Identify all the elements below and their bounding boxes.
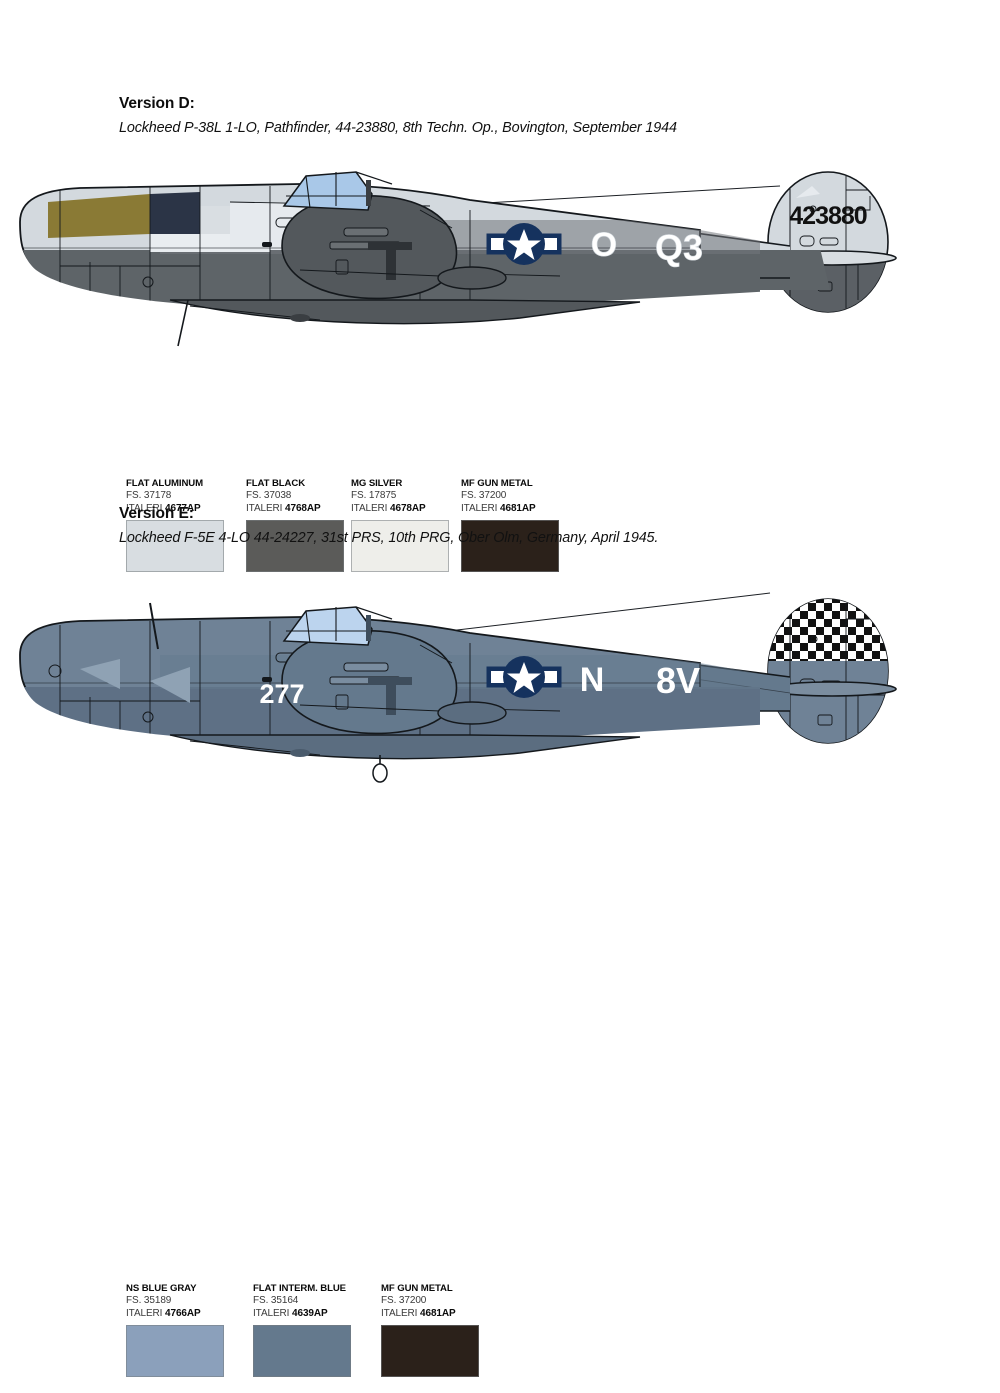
paint-fs-code: FS. 17875 (351, 490, 397, 501)
version-e-caption: Lockheed F-5E 4-LO 44-24227, 31st PRS, 1… (119, 530, 659, 546)
version-e-paint-list: NS BLUE GRAY FS. 35189 ITALERI 4766AP FL… (0, 1283, 1000, 1393)
paint-color-chip (381, 1325, 479, 1377)
fuselage-code-front: O (591, 226, 617, 264)
olive-nose-panel (48, 194, 150, 238)
paint-name: FLAT ALUMINUM (126, 478, 204, 489)
version-e-aircraft-profile: 277 N 8V (0, 563, 1000, 793)
paint-brand-code: ITALERI 4677AP (126, 502, 201, 514)
nose-number: 277 (259, 679, 304, 709)
paint-swatch: FLAT BLACK FS. 37038 ITALERI 4768AP (246, 478, 426, 572)
paint-color-chip (126, 1325, 224, 1377)
paint-color-chip (246, 520, 344, 572)
paint-fs-code: FS. 37038 (246, 490, 292, 501)
paint-fs-code: FS. 37200 (461, 490, 507, 501)
version-d-caption: Lockheed P-38L 1-LO, Pathfinder, 44-2388… (119, 120, 677, 136)
cockpit-canopy (282, 606, 393, 646)
usaaf-star-insignia (486, 223, 562, 265)
fuselage-nacelle (19, 183, 760, 325)
paint-name: MF GUN METAL (461, 478, 533, 489)
paint-swatch: FLAT ALUMINUM FS. 37178 ITALERI 4677AP (126, 478, 306, 572)
vertical-stabilizer (767, 598, 889, 744)
paint-name: MF GUN METAL (381, 1283, 453, 1294)
fuselage-code-rear: Q3 (655, 227, 703, 268)
paint-color-chip (351, 520, 449, 572)
nose-antenna (149, 602, 159, 650)
paint-name: FLAT BLACK (246, 478, 306, 489)
paint-fs-code: FS. 37200 (381, 1295, 427, 1306)
tail-serial-number: 423880 (789, 202, 867, 230)
version-d-title: Version D: (119, 95, 195, 112)
paint-brand-code: ITALERI 4681AP (461, 502, 536, 514)
checkerboard-tail-marking (768, 599, 888, 661)
paint-name: MG SILVER (351, 478, 403, 489)
antenna-mast (177, 299, 189, 347)
navy-nose-panel (150, 192, 200, 234)
paint-swatch: MG SILVER FS. 17875 ITALERI 4678AP (351, 478, 531, 572)
version-e-title: Version E: (119, 505, 194, 522)
usaaf-star-insignia (486, 656, 562, 698)
paint-swatch: MF GUN METAL FS. 37200 ITALERI 4681AP (381, 1283, 561, 1377)
paint-brand-code: ITALERI 4678AP (351, 502, 426, 514)
cockpit-canopy (282, 171, 393, 211)
fuselage-code-front: N (580, 661, 605, 699)
version-d-aircraft-profile: 423880 (0, 150, 1000, 380)
paint-swatch: MF GUN METAL FS. 37200 ITALERI 4681AP (461, 478, 641, 572)
version-d-paint-list: FLAT ALUMINUM FS. 37178 ITALERI 4677AP F… (0, 478, 1000, 588)
paint-color-chip (461, 520, 559, 572)
instruction-sheet: Version D: Lockheed P-38L 1-LO, Pathfind… (0, 95, 1000, 1377)
nose-gear (372, 755, 388, 783)
paint-brand-code: ITALERI 4681AP (381, 1307, 456, 1319)
fuselage-nacelle (19, 616, 760, 760)
fuselage-code-rear: 8V (656, 660, 700, 701)
paint-color-chip (253, 1325, 351, 1377)
paint-color-chip (126, 520, 224, 572)
paint-fs-code: FS. 37178 (126, 490, 172, 501)
paint-brand-code: ITALERI 4768AP (246, 502, 321, 514)
